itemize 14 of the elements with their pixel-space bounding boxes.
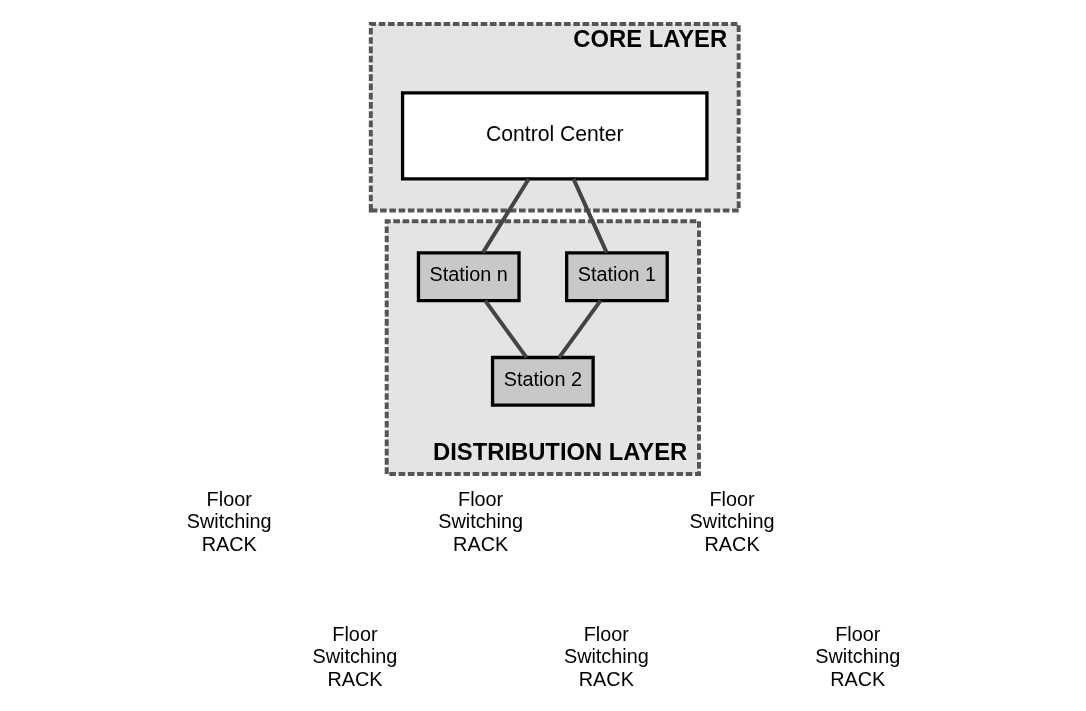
label: Floor Switching RACK — [437, 487, 523, 555]
connector — [483, 299, 528, 359]
node-box: Control Center — [400, 91, 709, 181]
node-box: Station 1 — [564, 251, 669, 303]
connector — [571, 178, 608, 254]
connector — [557, 299, 602, 359]
label: Floor Switching RACK — [563, 622, 649, 690]
label: Floor Switching RACK — [689, 487, 774, 555]
label: Floor Switching RACK — [814, 622, 900, 690]
connector — [480, 178, 530, 254]
node-box: Station n — [416, 251, 521, 303]
label: Floor Switching RACK — [186, 487, 272, 555]
node-box: Station 2 — [490, 355, 595, 407]
label: Floor Switching RACK — [312, 622, 397, 690]
